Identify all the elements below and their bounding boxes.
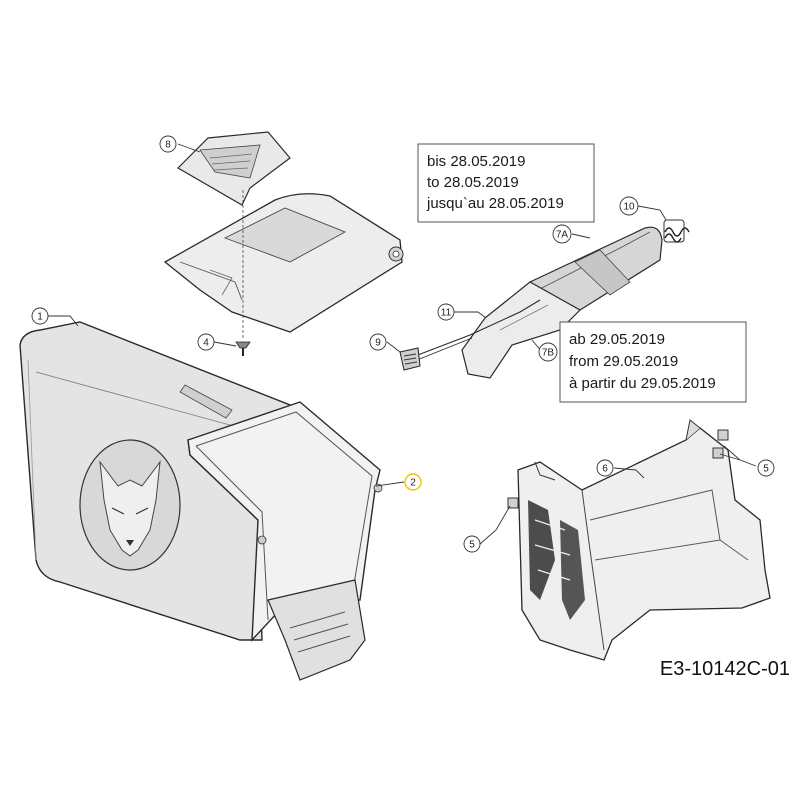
part-2-catcher-frame xyxy=(187,401,383,681)
callout-11: 11 xyxy=(437,303,455,321)
drawing-code-label: E3-10142C-01 xyxy=(660,658,790,680)
callout-5-right: 5 xyxy=(757,459,775,477)
callout-2: 2 xyxy=(404,473,422,491)
part-5-clip-right-b xyxy=(712,447,724,459)
part-4-screw xyxy=(235,190,251,356)
callout-2-label: 2 xyxy=(410,478,416,489)
date-box-from-line-3: à partir du 29.05.2019 xyxy=(569,375,716,392)
callout-7a: 7A xyxy=(552,224,572,244)
date-box-from: ab 29.05.2019 from 29.05.2019 à partir d… xyxy=(559,321,747,403)
part-1-grass-catcher-bag xyxy=(19,321,302,641)
top-cover-deck xyxy=(163,193,404,333)
wolf-logo-emblem xyxy=(79,439,181,571)
date-box-from-line-1: ab 29.05.2019 xyxy=(569,331,665,348)
callout-6: 6 xyxy=(596,459,614,477)
date-box-until: bis 28.05.2019 to 28.05.2019 jusqu`au 28… xyxy=(417,143,595,223)
callout-8-label: 8 xyxy=(165,140,171,151)
date-box-until-line-3: jusqu`au 28.05.2019 xyxy=(426,195,564,212)
callout-7b: 7B xyxy=(538,342,558,362)
part-5-clip-left xyxy=(507,497,519,509)
callout-4-label: 4 xyxy=(203,338,209,349)
callout-5-right-label: 5 xyxy=(763,464,769,475)
date-box-until-line-2: to 28.05.2019 xyxy=(427,174,519,191)
callout-5-left-label: 5 xyxy=(469,540,475,551)
callout-1: 1 xyxy=(31,307,49,325)
callout-10-label: 10 xyxy=(623,202,635,213)
callout-8: 8 xyxy=(159,135,177,153)
part-9-cable-clip xyxy=(399,347,421,371)
callout-9: 9 xyxy=(369,333,387,351)
date-box-until-line-1: bis 28.05.2019 xyxy=(427,153,525,170)
part-8-grip-cover xyxy=(177,131,291,206)
callout-6-label: 6 xyxy=(602,464,608,475)
callout-7a-label: 7A xyxy=(556,230,569,241)
callout-7b-label: 7B xyxy=(542,348,555,359)
part-7a-7b-handle-lever xyxy=(461,226,663,379)
callout-1-label: 1 xyxy=(37,312,43,323)
part-11-cable xyxy=(409,299,541,363)
callout-5-left: 5 xyxy=(463,535,481,553)
part-5-clip-right-a xyxy=(717,429,729,441)
callout-4: 4 xyxy=(197,333,215,351)
part-10-spring xyxy=(663,219,690,243)
callout-10: 10 xyxy=(619,196,639,216)
part-6-rear-frame xyxy=(517,419,771,661)
callout-9-label: 9 xyxy=(375,338,381,349)
date-box-from-line-2: from 29.05.2019 xyxy=(569,353,678,370)
callout-11-label: 11 xyxy=(441,308,452,319)
